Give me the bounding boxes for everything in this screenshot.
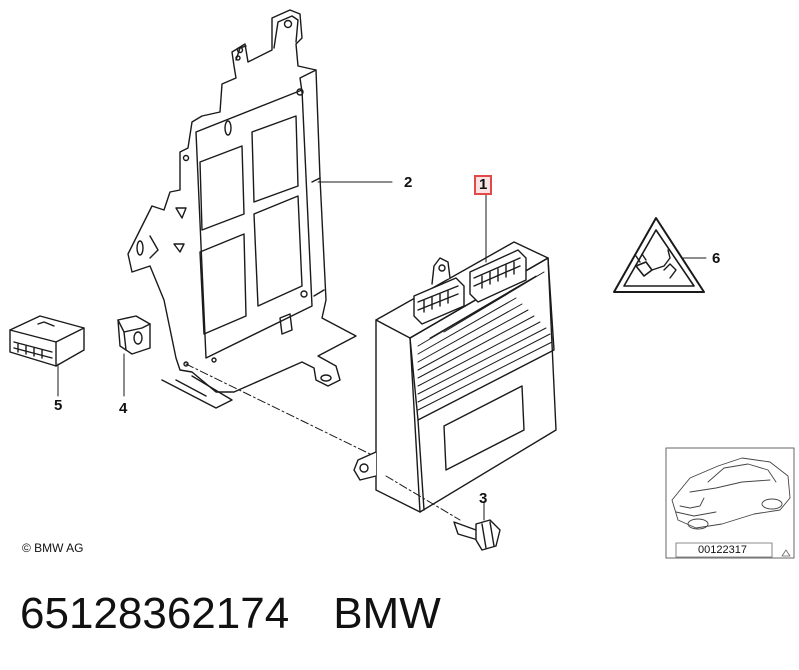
diagram-reference-number: 00122317 [698,544,747,556]
callout-4: 4 [119,400,128,417]
callout-6: 6 [712,250,721,267]
mounting-bracket [127,9,357,409]
electrical-plug-warning-icon [613,217,705,293]
copyright-notice: © BMW AG [22,541,84,555]
connector [9,315,85,367]
parts-diagram [9,9,795,559]
car-location-thumbnail [665,447,795,559]
clip-nut [117,315,151,355]
callout-1: 1 [474,175,493,195]
part-brand: BMW [333,589,441,638]
hex-bolt [453,519,501,551]
callout-2: 2 [404,174,413,191]
control-module [353,241,557,513]
part-caption: 65128362174 BMW [20,588,441,640]
part-number: 65128362174 [20,589,290,638]
callout-3: 3 [479,490,488,507]
heatsink-fins [417,271,553,411]
alignment-line [185,363,461,521]
callout-5: 5 [54,397,63,414]
